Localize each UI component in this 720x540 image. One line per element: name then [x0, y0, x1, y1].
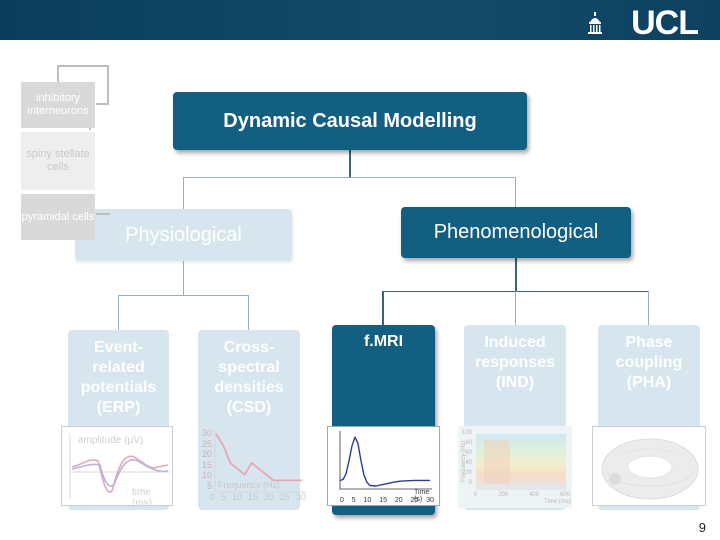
ind-xtick: 200 [498, 492, 509, 498]
fmri-xtick: 25 [410, 497, 419, 504]
csd-ytick: 15 [201, 459, 212, 470]
spiny-box: spiny stellate cells [21, 132, 95, 190]
fmri-label: f.MRI [363, 333, 404, 350]
connector-physio [183, 177, 184, 209]
csd-xtick: 20 [263, 492, 274, 502]
ind-ylabel: Frequency (Hz) [461, 440, 467, 482]
connector-ind [515, 291, 516, 326]
header-bar [0, 0, 720, 40]
ucl-logo: UCL [631, 4, 699, 42]
csd-xtick: 0 [210, 492, 216, 502]
csd-axes [214, 430, 306, 493]
fmri-xtick: 5 [351, 497, 356, 504]
pyramidal-label: pyramidal cells [21, 210, 95, 223]
csd-ytick: 25 [201, 438, 212, 449]
ind-heatmap [476, 434, 566, 490]
ind-ytick: 100 [461, 430, 472, 436]
ind-xticks: 0 200 400 600 [474, 492, 570, 498]
ind-ytick: 80 [465, 440, 472, 446]
csd-ytick: 30 [201, 428, 212, 438]
erp-box: Event-related potentials (ERP) [68, 330, 169, 425]
fmri-xtick: 30 [426, 497, 434, 504]
population-diagram: inhibitory interneurons spiny stellate c… [20, 64, 110, 242]
pyramidal-box: pyramidal cells [21, 194, 95, 240]
fmri-xticks: 0 5 10 15 20 25 30 [340, 497, 434, 504]
erp-plot-svg [69, 433, 170, 499]
csd-xtick: 25 [279, 492, 290, 502]
ind-ytick: 20 [465, 470, 472, 476]
ind-ytick: 0 [468, 480, 472, 486]
csd-ytick: 10 [201, 470, 212, 480]
fmri-xlabel: Time (s) [414, 489, 430, 503]
inhibitory-box: inhibitory interneurons [21, 82, 95, 128]
fmri-xtick: 0 [340, 497, 344, 504]
ucl-dome-icon [588, 12, 602, 34]
erp-ylabel: amplitude (μV) [78, 435, 144, 446]
ind-xtick: 600 [559, 492, 570, 498]
csd-xlabel: Frequency (Hz) [218, 480, 281, 490]
connector-physio-down [183, 261, 184, 295]
connector-fmri [382, 291, 384, 326]
csd-box: Cross-spectral densities (CSD) [198, 330, 300, 425]
ind-ytick: 60 [465, 450, 472, 456]
csd-xtick: 30 [295, 492, 306, 502]
connector-top [349, 150, 351, 178]
inhibitory-label: inhibitory interneurons [27, 92, 89, 117]
csd-xticks: 0 5 10 15 20 25 30 [210, 492, 306, 502]
csd-xtick: 5 [220, 492, 226, 502]
ind-xtick: 400 [529, 492, 540, 498]
connector-pheno [515, 177, 516, 209]
fmri-xtick: 15 [379, 497, 387, 504]
erp-label: Event-related potentials (ERP) [80, 338, 157, 416]
csd-curve [215, 433, 302, 482]
ind-heatmap-band [484, 440, 510, 484]
connector-pha [648, 291, 649, 326]
connector-level2-h [183, 177, 516, 178]
pha-label: Phase coupling (PHA) [615, 334, 683, 391]
pha-box: Phase coupling (PHA) [598, 325, 700, 405]
connector-csd [248, 295, 249, 330]
csd-plot: 30 25 20 15 10 5 Frequency (Hz) 0 5 10 1… [196, 426, 306, 506]
ind-xtick: 0 [474, 492, 478, 498]
connector-erp [118, 295, 119, 330]
connector-physio-h [118, 295, 249, 296]
ind-xlabel: Time (ms) [544, 499, 571, 505]
csd-ytick: 5 [206, 480, 212, 491]
erp-curve-2 [71, 459, 169, 487]
fmri-xtick: 20 [394, 497, 403, 504]
page-number: 9 [698, 520, 706, 535]
ind-ytick: 40 [465, 460, 472, 466]
erp-curve-1 [71, 455, 169, 493]
connector-pheno-down [515, 258, 517, 292]
fmri-curve [339, 436, 430, 487]
csd-xtick: 10 [231, 492, 242, 502]
torus-icon [601, 438, 699, 500]
erp-plot: amplitude (μV) time (ms) [61, 426, 173, 506]
fmri-axes [339, 431, 432, 490]
erp-xlabel: time (ms) [132, 487, 152, 506]
phenomenological-label: Phenomenological [433, 221, 599, 243]
dcm-title-box: Dynamic Causal Modelling [173, 92, 527, 150]
phenomenological-box: Phenomenological [401, 207, 631, 258]
fmri-plot-svg [339, 431, 432, 490]
spiny-label: spiny stellate cells [26, 148, 90, 173]
fmri-xtick: 10 [363, 497, 372, 504]
pha-plot [592, 426, 706, 506]
fmri-box: f.MRI [332, 333, 435, 353]
csd-label: Cross-spectral densities (CSD) [214, 338, 284, 416]
csd-ytick: 20 [201, 449, 212, 459]
dcm-title: Dynamic Causal Modelling [223, 109, 477, 132]
ind-plot: 100 80 60 40 20 0 Frequency (Hz) 0 200 4… [458, 426, 572, 508]
ind-box: Induced responses (IND) [464, 325, 566, 405]
csd-plot-svg [214, 430, 306, 493]
ind-label: Induced responses (IND) [474, 334, 556, 391]
ind-yticks: 100 80 60 40 20 0 [460, 428, 472, 490]
physiological-box: Physiological [75, 209, 292, 261]
physiological-label: Physiological [125, 223, 242, 246]
fmri-plot: Time (s) 0 5 10 15 20 25 30 [327, 426, 440, 506]
csd-yticks: 30 25 20 15 10 5 [200, 428, 212, 498]
csd-xtick: 15 [247, 492, 258, 502]
